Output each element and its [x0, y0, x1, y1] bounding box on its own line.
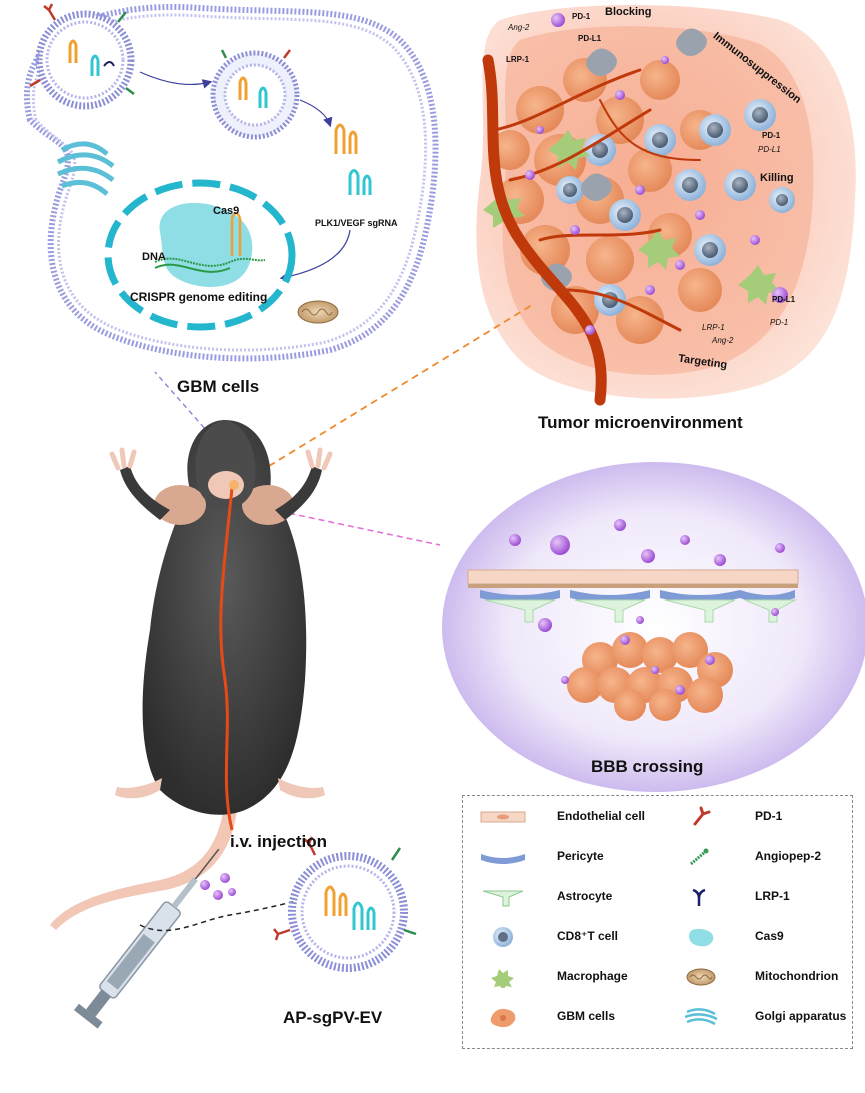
astrocyte-icon: [482, 890, 524, 907]
t-cell-icon: [493, 927, 513, 947]
mouse-tail: [50, 800, 238, 930]
ap-sgpv-ev-label: AP-sgPV-EV: [283, 1008, 383, 1027]
tumor-ev-particles: [525, 13, 788, 335]
legend-label: CD8⁺T cell: [557, 929, 619, 943]
legend: Endothelial cell Pericyte Astrocyte CD8⁺…: [462, 795, 853, 1049]
uptake-arrow: [139, 71, 213, 89]
mouse-paw-left: [109, 447, 137, 471]
lrp1-receptor-icon: [692, 888, 706, 906]
legend-item-lrp1: LRP-1: [673, 886, 853, 908]
legend-label: Angiopep-2: [755, 849, 821, 863]
pdl1-top-label: PD-L1: [578, 34, 602, 43]
syringe-to-ev-link: [139, 899, 301, 932]
tumor-microenvironment-title: Tumor microenvironment: [538, 413, 743, 432]
pd1-top-label: PD-1: [572, 12, 591, 21]
pdl1-bottom-label: PD-L1: [772, 295, 796, 304]
legend-label: Golgi apparatus: [755, 1009, 847, 1023]
legend-label: Endothelial cell: [557, 809, 646, 823]
pdl1-right-label: PD-L1: [758, 145, 781, 154]
crispr-label: CRISPR genome editing: [130, 290, 268, 304]
ap-sgpv-ev-vesicle: [273, 836, 417, 972]
bbb-gbm-cluster: [567, 632, 733, 721]
astrocyte-layer: [484, 599, 797, 623]
legend-label: Macrophage: [557, 969, 628, 983]
legend-item-angiopep: Angiopep-2: [673, 846, 853, 868]
gbm-cell-diagram: [23, 3, 439, 362]
syringe-icon: [74, 848, 220, 1029]
lrp1-top-label: LRP-1: [506, 55, 530, 64]
killing-label: Killing: [760, 172, 794, 184]
injection-route: [219, 487, 234, 831]
legend-label: Astrocyte: [557, 889, 613, 903]
mouse-ear-left: [154, 485, 206, 525]
pd1-receptor-icon: [693, 806, 711, 826]
mouse-arm-left: [120, 466, 170, 520]
pd1-bottom-label: PD-1: [770, 318, 789, 327]
golgi-apparatus: [56, 141, 115, 196]
legend-label: Mitochondrion: [755, 969, 839, 983]
legend-label: LRP-1: [755, 889, 790, 903]
gbm-cell-icon: [490, 1008, 516, 1028]
legend-item-gbm-cells: GBM cells: [475, 1006, 655, 1028]
legend-label: Cas9: [755, 929, 784, 943]
endosome-vesicle: [210, 49, 300, 140]
pd1-right-label: PD-1: [762, 131, 781, 140]
angiopep-icon: [690, 848, 709, 866]
tumor-dying-cells: [541, 28, 707, 291]
mouse-foot-left: [115, 778, 162, 799]
endothelial-cell-icon: [480, 811, 526, 823]
ang2-bottom-label: Ang-2: [712, 336, 734, 345]
legend-item-cas9: Cas9: [673, 926, 853, 948]
legend-item-pd1: PD-1: [673, 806, 853, 828]
legend-item-mitochondrion: Mitochondrion: [673, 966, 853, 988]
legend-label: Pericyte: [557, 849, 604, 863]
blocking-label: Blocking: [605, 6, 652, 18]
sgrna-free: [334, 123, 372, 195]
nucleus-envelope: [104, 179, 296, 331]
gbm-cells-title: GBM cells: [177, 377, 260, 396]
legend-item-macrophage: Macrophage: [475, 966, 655, 988]
bbb-crossing-diagram: [442, 462, 865, 792]
mitochondrion-icon: [686, 968, 716, 986]
mouse-illustration: [50, 420, 333, 930]
release-arrow: [299, 99, 333, 128]
endothelial-layer: [467, 569, 799, 588]
legend-item-astrocyte: Astrocyte: [475, 886, 655, 908]
lrp1-bottom-label: LRP-1: [702, 323, 725, 332]
dna-label: DNA: [142, 251, 166, 263]
nuclear-entry-arrow: [279, 229, 351, 282]
ang2-top-label: Ang-2: [508, 23, 530, 32]
mouse-arm-right: [275, 466, 322, 520]
mouse-foot-right: [278, 778, 325, 799]
bbb-crossing-title: BBB crossing: [591, 757, 704, 776]
legend-item-pericyte: Pericyte: [475, 846, 655, 868]
tumor-microenvironment-diagram: [476, 5, 856, 406]
macrophage-icon: [491, 969, 514, 988]
mouse-snout: [208, 471, 244, 499]
ev-vesicle-top: [29, 3, 135, 110]
cas9-label: Cas9: [213, 205, 240, 217]
tumor-t-cells: [556, 99, 795, 316]
sgrna-label: PLK1/VEGF sgRNA: [315, 218, 398, 228]
legend-item-golgi: Golgi apparatus: [673, 1006, 853, 1028]
golgi-icon: [684, 1008, 718, 1026]
iv-injection-label: i.v. injection: [230, 832, 327, 851]
legend-item-t-cell: CD8⁺T cell: [475, 926, 655, 948]
legend-label: PD-1: [755, 809, 783, 823]
legend-item-endothelial-cell: Endothelial cell: [475, 806, 655, 828]
pericyte-icon: [481, 854, 525, 864]
mouse-paw-right: [305, 447, 333, 471]
bbb-ev-particles: [509, 519, 785, 695]
legend-label: GBM cells: [557, 1009, 616, 1023]
gbm-cell-outer-membrane: [23, 4, 439, 362]
link-to-tumor: [237, 304, 533, 486]
dna-strand: [154, 257, 266, 267]
cas9-icon: [689, 928, 714, 947]
free-ev-particles: [200, 873, 236, 900]
